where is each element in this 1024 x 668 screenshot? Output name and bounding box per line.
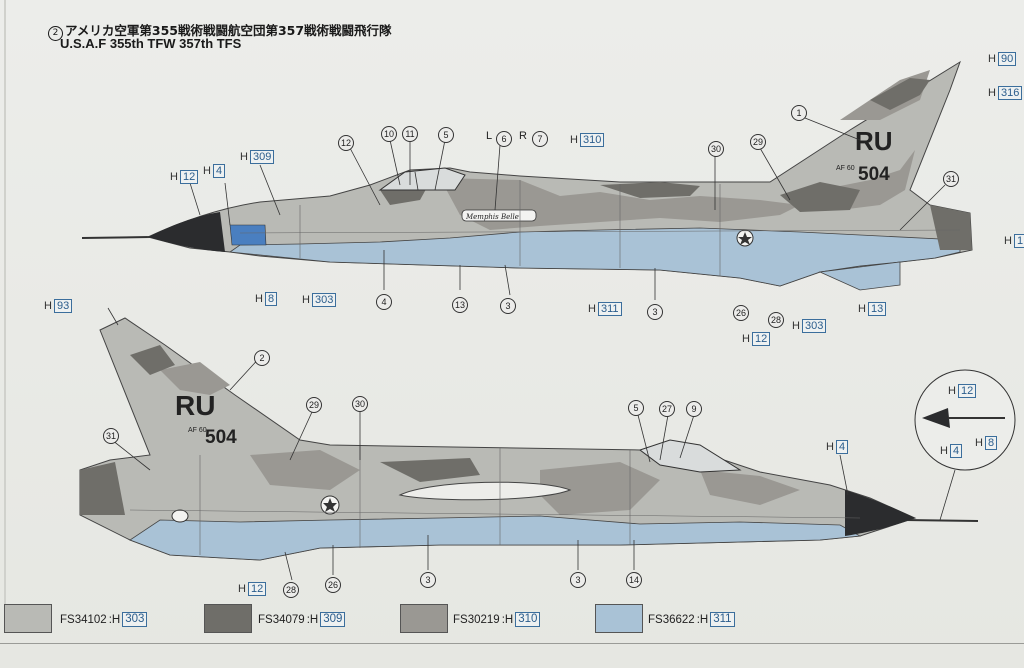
bottom-rule — [0, 643, 1024, 644]
callout-26-bottom: 26 — [325, 577, 341, 593]
callout-5-bottom: 5 — [628, 400, 644, 416]
callout-12: 12 — [338, 135, 354, 151]
callout-2: 2 — [254, 350, 270, 366]
leader-lines — [107, 117, 946, 581]
callout-30-bottom: 30 — [352, 396, 368, 412]
nose-art-text: Memphis Belle — [465, 213, 519, 221]
swatch-fs34079 — [204, 604, 252, 633]
callout-31-top: 31 — [943, 171, 959, 187]
callout-26-top: 26 — [733, 305, 749, 321]
callout-10: 10 — [381, 126, 397, 142]
serial-bottom: 504 — [205, 427, 237, 448]
callout-27: 27 — [659, 401, 675, 417]
callout-4: 4 — [376, 294, 392, 310]
sheet-edge — [4, 0, 6, 610]
page-subtitle: U.S.A.F 355th TFW 357th TFS — [60, 36, 242, 51]
swatch-fs36622 — [595, 604, 643, 633]
callout-9: 9 — [686, 401, 702, 417]
bottom-aircraft: RU AF 60 504 — [79, 317, 979, 561]
callout-13: 13 — [452, 297, 468, 313]
callout-28-bottom: 28 — [283, 582, 299, 598]
callout-3-top-b: 3 — [647, 304, 663, 320]
index-badge: 2 — [48, 26, 63, 41]
callout-29-bottom: 29 — [306, 397, 322, 413]
serial-top: 504 — [858, 164, 890, 185]
callout-6: 6 — [496, 131, 512, 147]
swatch-fs30219 — [400, 604, 448, 633]
callout-31-bottom: 31 — [103, 428, 119, 444]
callout-11: 11 — [402, 126, 418, 142]
label-l: L — [486, 130, 493, 142]
callout-30-top: 30 — [708, 141, 724, 157]
callout-14: 14 — [626, 572, 642, 588]
tail-code-top: RU — [855, 126, 893, 156]
callout-28-top: 28 — [768, 312, 784, 328]
callout-1: 1 — [791, 105, 807, 121]
serial-prefix-bottom: AF 60 — [188, 427, 207, 434]
callout-3-top-a: 3 — [500, 298, 516, 314]
callout-29-top: 29 — [750, 134, 766, 150]
tail-code-bottom: RU — [175, 390, 215, 421]
swatch-fs34102 — [4, 604, 52, 633]
callout-7: 7 — [532, 131, 548, 147]
label-r: R — [519, 130, 527, 142]
callout-3-bottom-b: 3 — [570, 572, 586, 588]
callout-3-bottom-a: 3 — [420, 572, 436, 588]
top-aircraft: RU AF 60 504 Memphis Belle — [81, 60, 973, 291]
callout-5-top: 5 — [438, 127, 454, 143]
serial-prefix-top: AF 60 — [836, 165, 855, 172]
title-japanese: アメリカ空軍第355戦術戦闘航空団第357戦術戦闘飛行隊 — [65, 23, 392, 38]
